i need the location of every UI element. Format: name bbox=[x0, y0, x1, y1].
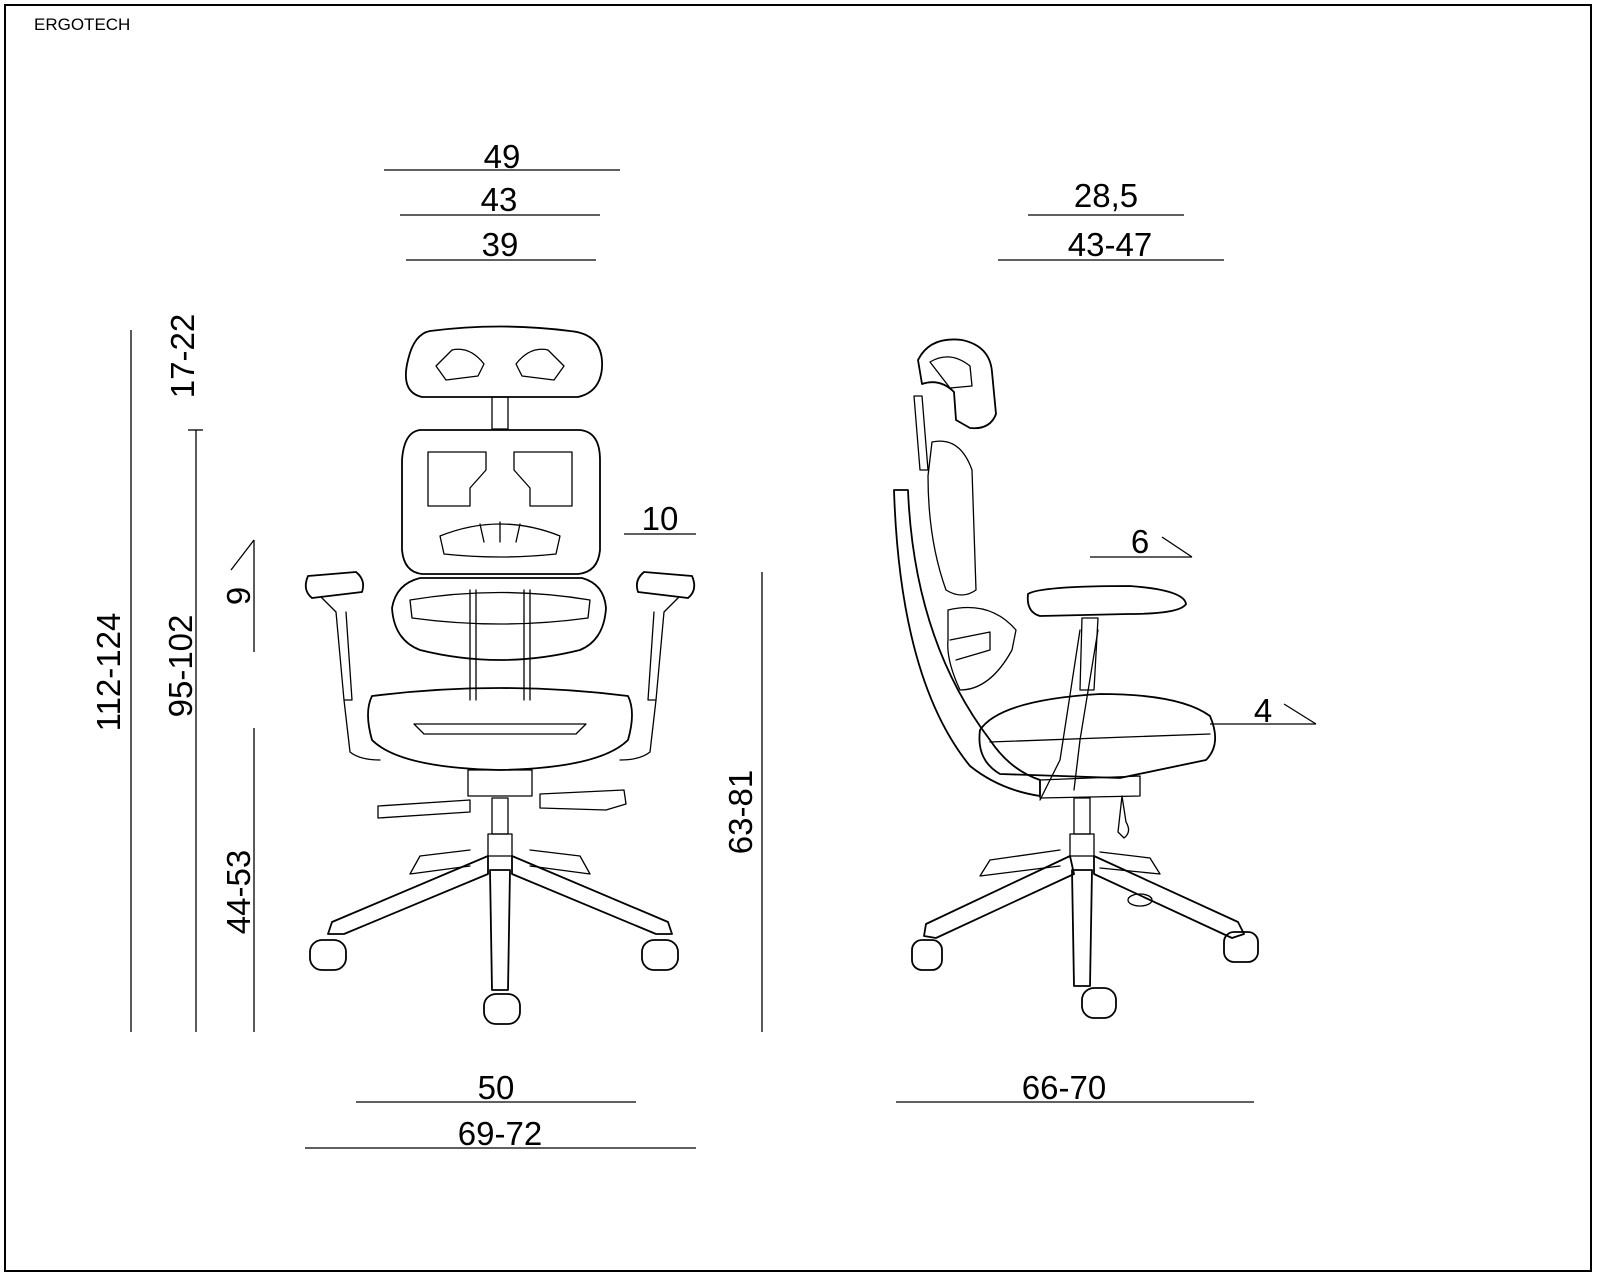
brand-label: ERGOTECH bbox=[34, 15, 131, 34]
dim-armrest-depth-adjust: 6 bbox=[1131, 523, 1149, 560]
dim-lumbar-adjust: 9 bbox=[220, 587, 257, 605]
dim-headrest-depth: 28,5 bbox=[1074, 177, 1138, 214]
side-dimensions: 28,5 43-47 6 4 66-70 bbox=[896, 177, 1317, 1106]
dim-back-width: 43 bbox=[481, 181, 518, 218]
dim-armrest-height: 63-81 bbox=[722, 770, 759, 854]
dim-seat-width: 39 bbox=[482, 226, 519, 263]
dim-headrest-height: 17-22 bbox=[164, 314, 201, 398]
dim-base-width: 50 bbox=[478, 1069, 515, 1106]
dim-overall-depth: 66-70 bbox=[1022, 1069, 1106, 1106]
drawing-frame bbox=[4, 4, 1592, 1272]
dim-headrest-width: 49 bbox=[484, 138, 521, 175]
dim-overall-width: 69-72 bbox=[458, 1115, 542, 1152]
dim-seat-height: 44-53 bbox=[220, 850, 257, 934]
dim-armrest-adjust: 10 bbox=[642, 500, 679, 537]
side-view-chair bbox=[893, 338, 1259, 1019]
dim-back-height: 95-102 bbox=[162, 615, 199, 718]
dim-seat-depth: 43-47 bbox=[1068, 226, 1152, 263]
front-view-chair bbox=[304, 325, 696, 1025]
dim-overall-height: 112-124 bbox=[90, 613, 127, 732]
dim-seat-slide: 4 bbox=[1254, 692, 1272, 729]
front-dimensions: 49 43 39 17-22 112-124 95-102 9 44-53 63… bbox=[90, 138, 763, 1152]
